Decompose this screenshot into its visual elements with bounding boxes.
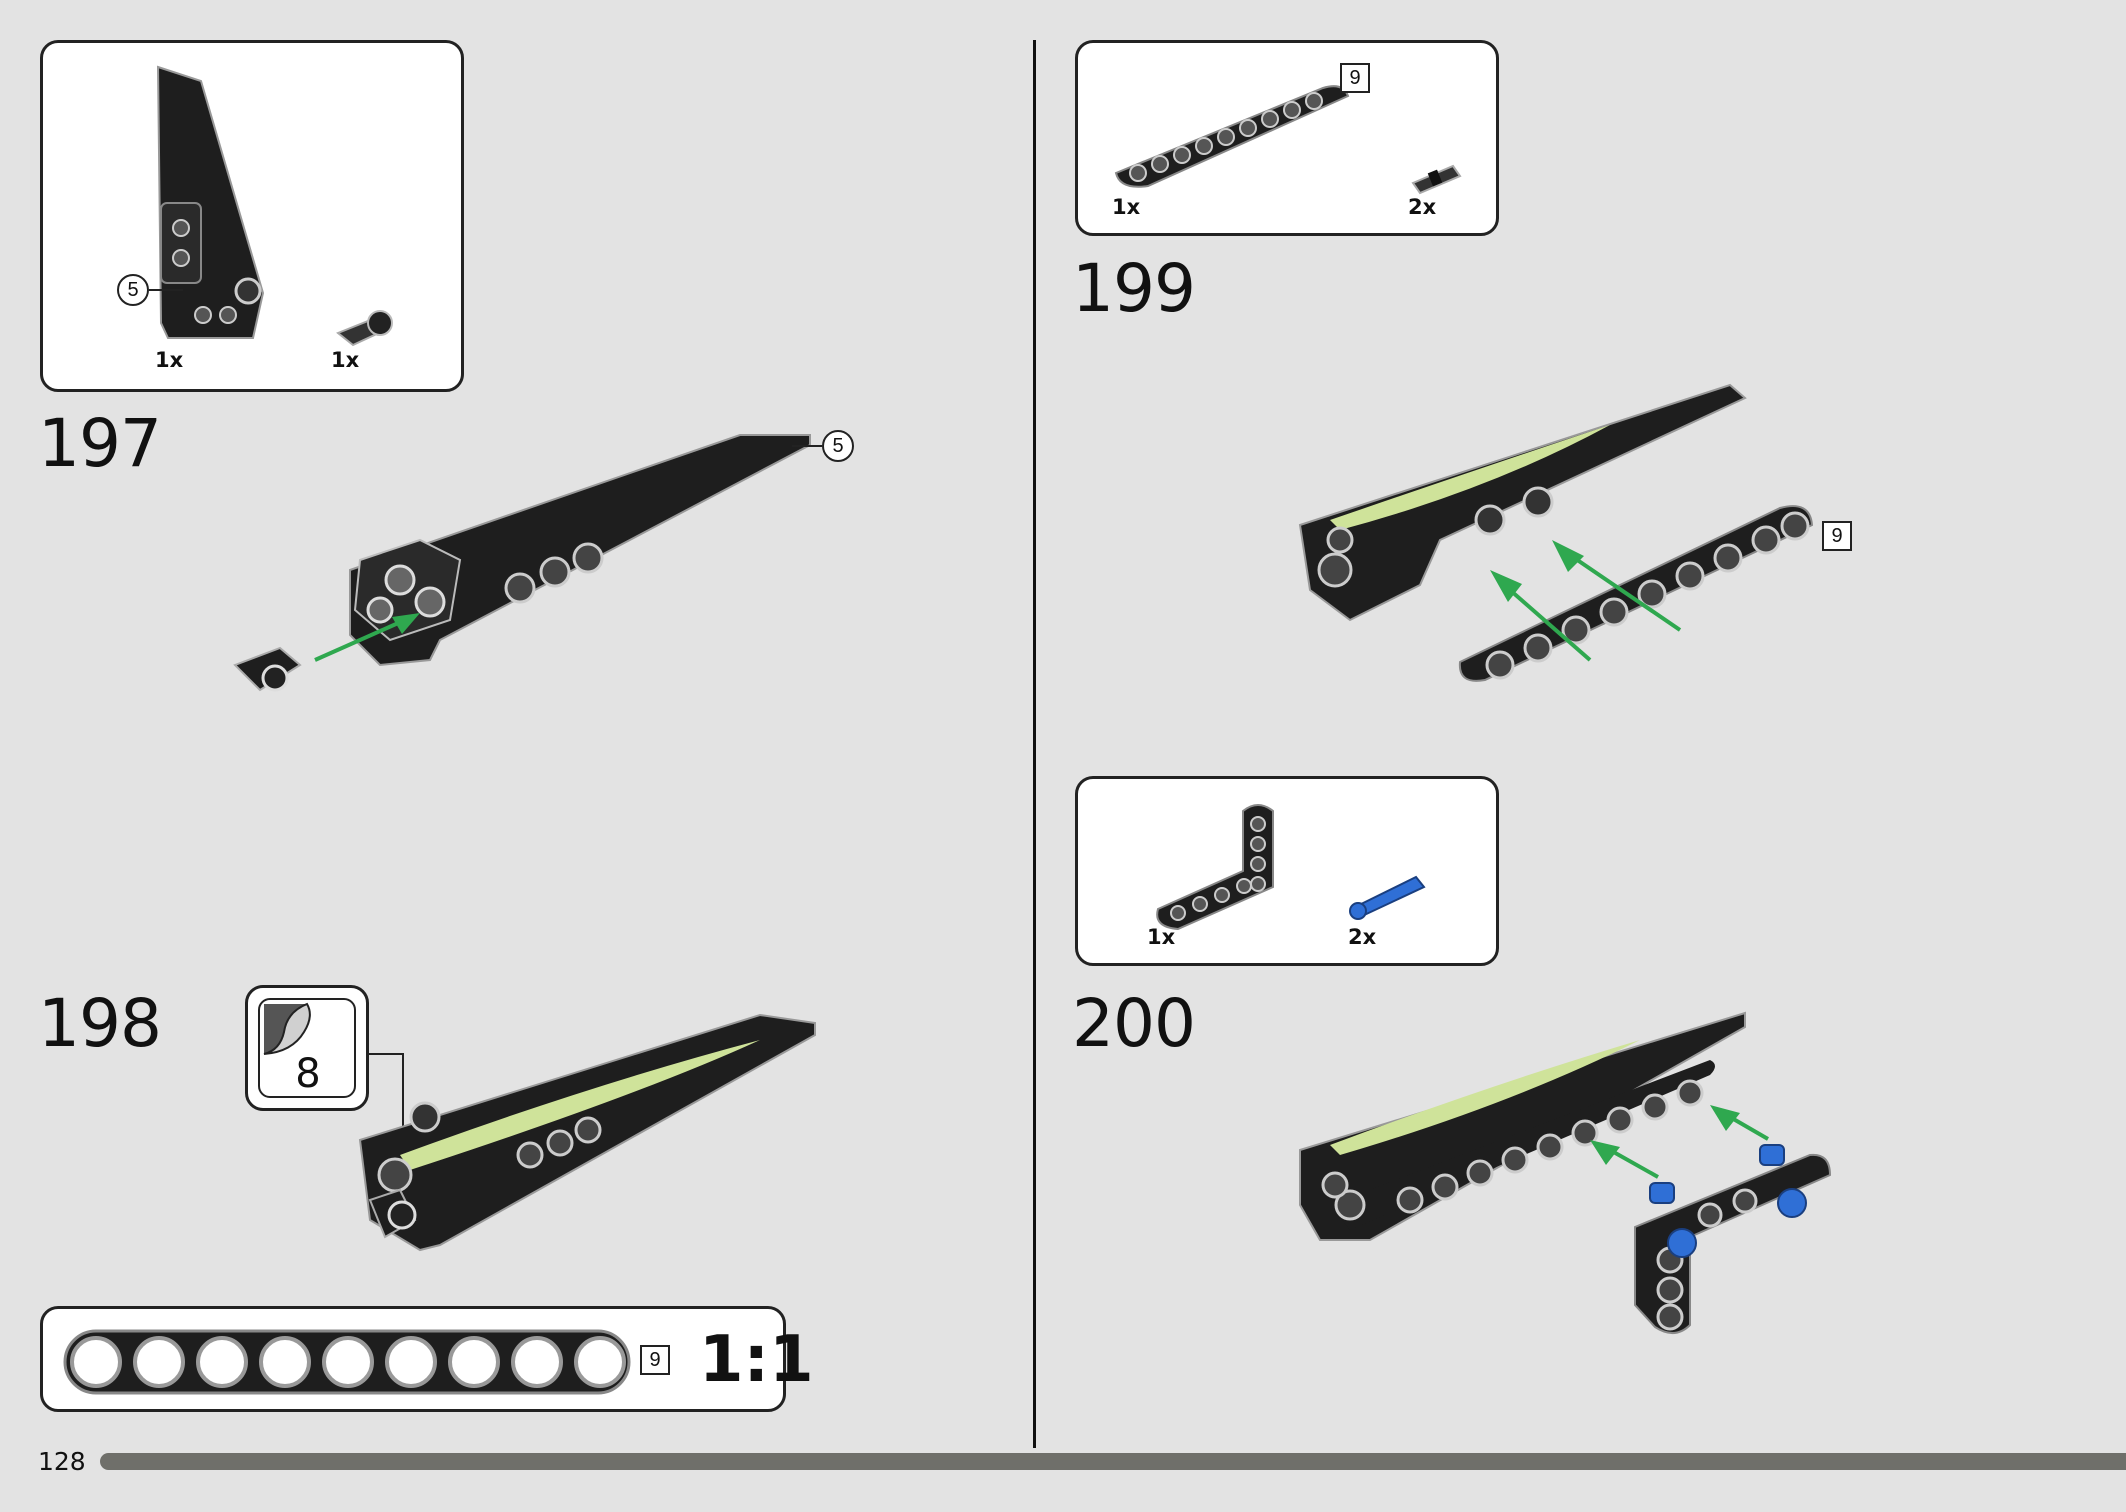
l-beam-icon	[1156, 804, 1274, 931]
pin-icon	[1411, 164, 1462, 195]
page-number: 128	[38, 1447, 86, 1476]
panel-wing-icon	[156, 65, 265, 339]
step-number-197: 197	[38, 405, 162, 482]
part-qty: 1x	[155, 348, 184, 372]
scale-ruler-panel: 9 1:1	[40, 1306, 814, 1412]
beam-9-icon	[1114, 85, 1350, 188]
step-number-198: 198	[38, 985, 162, 1062]
step-number-199: 199	[1072, 250, 1196, 327]
part-qty: 1x	[1112, 195, 1141, 219]
parts-panel-step-197: 5 1x 1x	[40, 40, 464, 392]
callout-5-model: 5	[822, 430, 854, 462]
pin-connector-icon	[336, 310, 393, 347]
step-200-model-illustration	[1299, 1011, 1832, 1334]
beam-length-callout: 9	[1340, 63, 1370, 93]
callout-leader-line	[149, 289, 183, 291]
part-qty: 2x	[1348, 925, 1377, 949]
page-divider	[1033, 40, 1036, 1448]
blue-axle-pin-icon	[1349, 875, 1426, 920]
sticker-icon	[263, 1002, 311, 1055]
sticker-number: 8	[295, 1051, 321, 1097]
step-199-model-illustration	[1298, 383, 1814, 682]
part-qty: 2x	[1408, 195, 1437, 219]
step-number-200: 200	[1072, 985, 1196, 1062]
part-qty: 1x	[1147, 925, 1176, 949]
parts-panel-step-199: 9 1x 2x	[1075, 40, 1499, 236]
callout-leader-line	[792, 445, 822, 447]
scale-ratio: 1:1	[699, 1323, 814, 1397]
sticker-callout: 8	[245, 985, 369, 1111]
callout-5-panel: 5	[117, 274, 149, 306]
part-qty: 1x	[331, 348, 360, 372]
step-198-model-illustration	[358, 1013, 816, 1252]
beam-9-ruler	[63, 1329, 631, 1395]
beam-length-callout: 9	[1822, 521, 1852, 551]
step-197-model-illustration	[233, 434, 811, 692]
progress-bar	[100, 1453, 2126, 1470]
ruler-length-callout: 9	[640, 1345, 670, 1375]
parts-panel-step-200: 1x 2x	[1075, 776, 1499, 966]
